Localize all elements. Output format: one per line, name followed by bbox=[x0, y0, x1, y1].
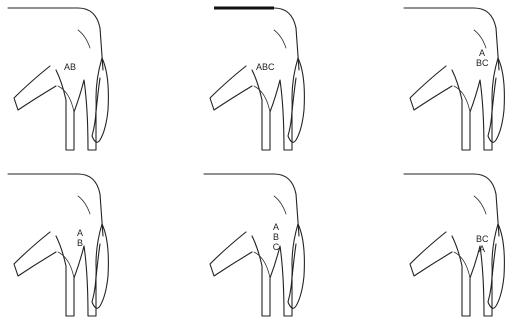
label-line-a: A bbox=[270, 222, 282, 232]
udder-attachment-label: AB bbox=[64, 62, 76, 72]
label-line-bc: BC bbox=[476, 58, 488, 68]
panel-1: AB bbox=[0, 0, 160, 160]
cow-hindquarter-outline-icon bbox=[196, 0, 356, 160]
cow-hindquarter-outline-icon bbox=[0, 0, 160, 160]
panel-6: BC A bbox=[396, 166, 517, 326]
udder-attachment-label: ABC bbox=[256, 62, 275, 72]
panel-3: A BC bbox=[396, 0, 517, 160]
panel-5: A B C bbox=[196, 166, 356, 326]
cow-hindquarter-outline-icon bbox=[396, 166, 517, 326]
label-line-bc: BC bbox=[476, 234, 488, 244]
label-line-b: B bbox=[74, 238, 86, 248]
label-line-a: A bbox=[476, 244, 488, 254]
cow-hindquarter-outline-icon bbox=[396, 0, 517, 160]
panel-4: A B bbox=[0, 166, 160, 326]
label-line-a: A bbox=[476, 48, 488, 58]
label-line-c: C bbox=[270, 242, 282, 252]
label-line-b: B bbox=[270, 232, 282, 242]
panel-2: ABC bbox=[196, 0, 356, 160]
label-line-a: A bbox=[74, 228, 86, 238]
